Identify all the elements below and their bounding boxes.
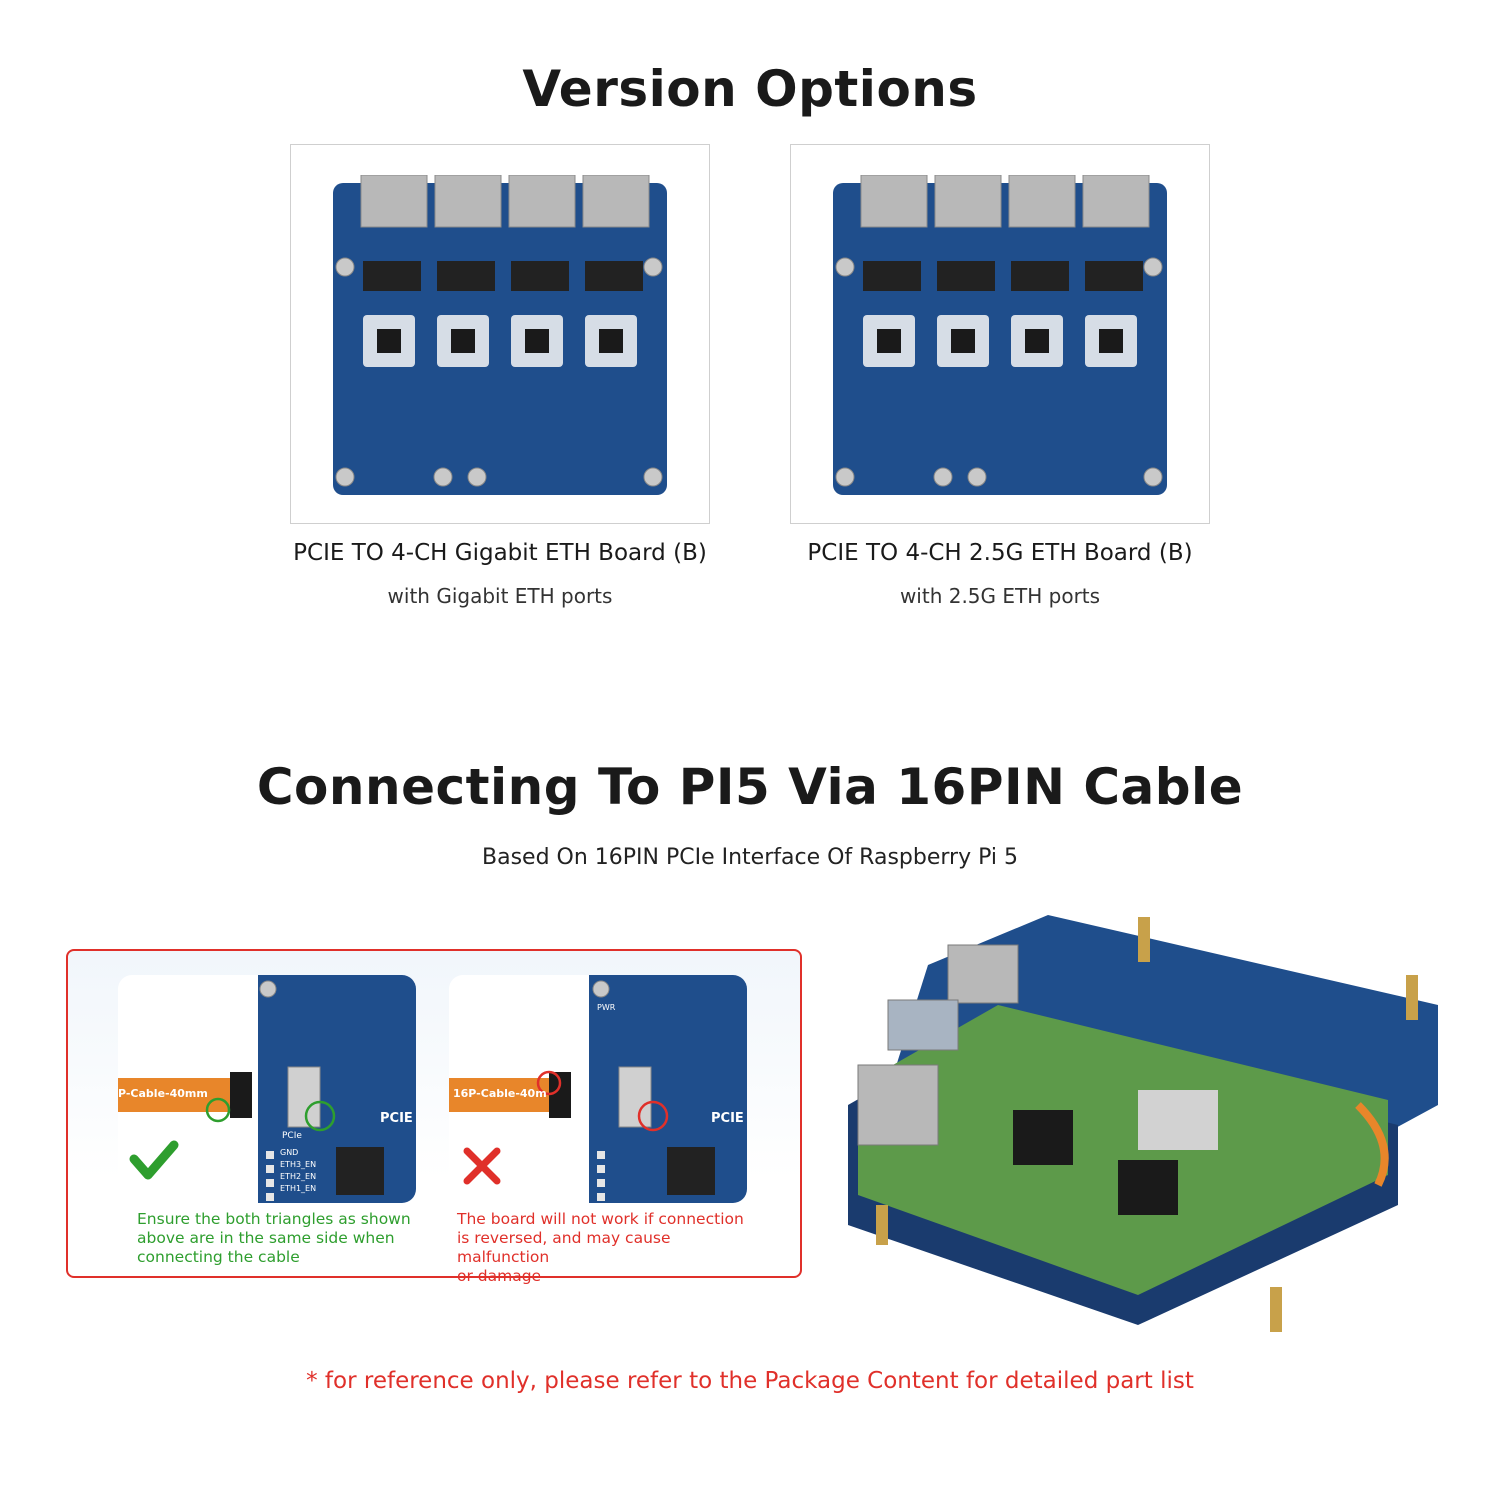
correct-connection-text: Ensure the both triangles as shown above… [137,1210,411,1266]
version-options-title: Version Options [522,60,978,118]
eth-board-image [333,175,667,495]
pcie-label: PCIE [711,1111,744,1126]
product-name-gigabit: PCIE TO 4-CH Gigabit ETH Board (B) [293,540,707,566]
product-image-gigabit [290,144,710,524]
cross-icon [463,1147,501,1185]
correct-connection-panel: P-Cable-40mm PCIE PCIe GND ETH3_EN ETH2_… [118,975,416,1203]
wrong-connection-illustration [449,975,747,1203]
pwr-label: PWR [597,1003,616,1012]
connecting-title: Connecting To PI5 Via 16PIN Cable [256,758,1244,816]
wrong-connection-panel: 16P-Cable-40m PCIE PWR [449,975,747,1203]
cable-label-wrong: 16P-Cable-40m [453,1087,547,1100]
wrong-connection-text: The board will not work if connection is… [457,1210,744,1285]
product-subtitle-gigabit: with Gigabit ETH ports [387,584,613,608]
reference-footnote: * for reference only, please refer to th… [306,1368,1194,1394]
product-name-2-5g: PCIE TO 4-CH 2.5G ETH Board (B) [807,540,1193,566]
connecting-subtitle: Based On 16PIN PCIe Interface Of Raspber… [482,845,1018,870]
product-subtitle-2-5g: with 2.5G ETH ports [899,584,1101,608]
pcie-small-label: PCIe [282,1131,302,1141]
correct-connection-illustration [118,975,416,1203]
check-icon [129,1140,179,1180]
cable-label-correct: P-Cable-40mm [118,1087,208,1100]
pin-labels: GND ETH3_EN ETH2_EN ETH1_EN [280,1148,317,1193]
pcie-label: PCIE [380,1111,413,1126]
product-image-2-5g [790,144,1210,524]
eth-board-image [833,175,1167,495]
pi5-assembly-photo [848,915,1438,1332]
